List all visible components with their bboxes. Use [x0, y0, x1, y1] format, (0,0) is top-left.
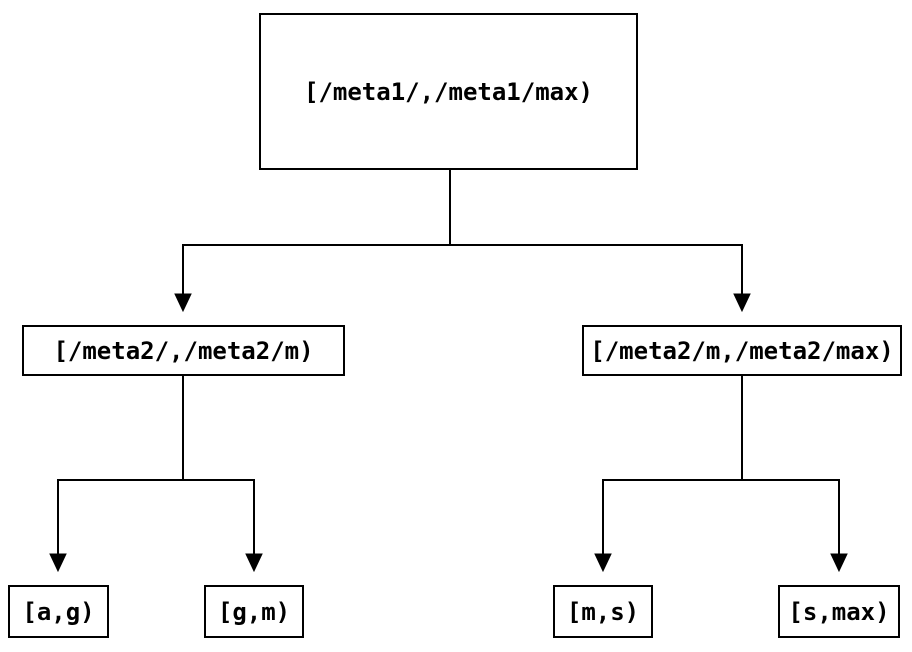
node-meta2-left-range: [/meta2/,/meta2/m) [22, 325, 345, 376]
edge-right-smax [741, 376, 840, 555]
arrowhead-down-icon [245, 553, 263, 573]
edge-left-gm [182, 376, 255, 555]
edge-left-ag [57, 376, 184, 555]
arrowhead-down-icon [830, 553, 848, 573]
node-leaf-a-g: [a,g) [8, 585, 109, 638]
edge-root-right [449, 170, 743, 295]
arrowhead-down-icon [174, 293, 192, 313]
node-leaf-g-m: [g,m) [204, 585, 304, 638]
arrowhead-down-icon [49, 553, 67, 573]
node-meta2-right-range: [/meta2/m,/meta2/max) [582, 325, 902, 376]
node-leaf-m-s: [m,s) [553, 585, 653, 638]
edge-root-left [182, 170, 451, 295]
node-meta1-range: [/meta1/,/meta1/max) [259, 13, 638, 170]
edge-right-ms [602, 376, 743, 555]
node-leaf-s-max: [s,max) [778, 585, 900, 638]
arrowhead-down-icon [733, 293, 751, 313]
arrowhead-down-icon [594, 553, 612, 573]
